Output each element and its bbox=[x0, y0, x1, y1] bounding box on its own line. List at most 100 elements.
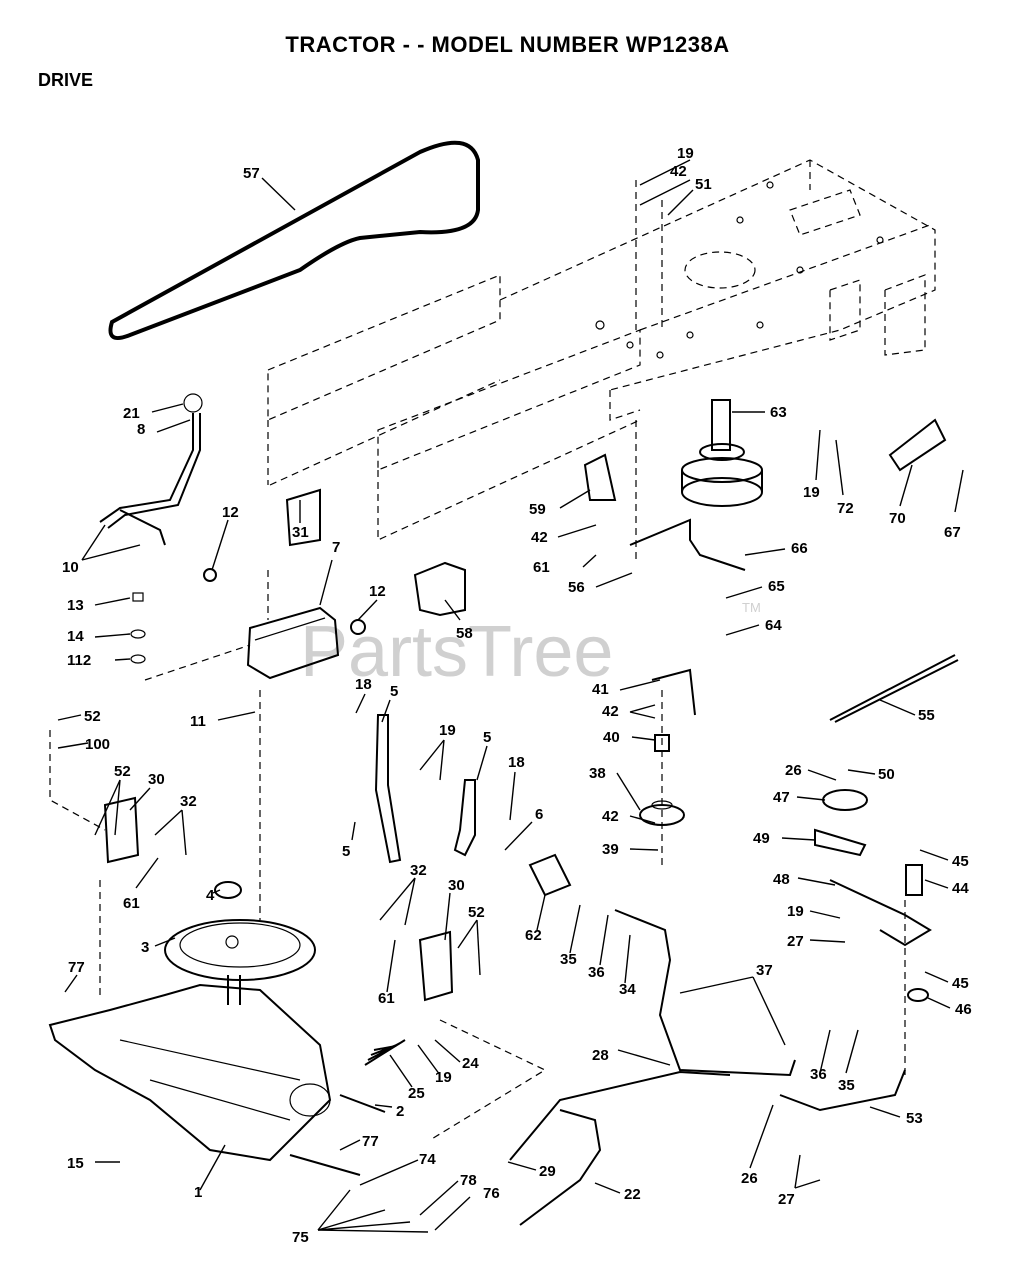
callout-78: 78 bbox=[460, 1172, 477, 1189]
callout-72: 72 bbox=[837, 500, 854, 517]
callout-32: 32 bbox=[180, 793, 197, 810]
washer-12 bbox=[203, 568, 217, 582]
callout-45: 45 bbox=[952, 853, 969, 870]
callout-35: 35 bbox=[560, 951, 577, 968]
callout-15: 15 bbox=[67, 1155, 84, 1172]
callout-19-c: 19 bbox=[787, 903, 804, 920]
callout-47: 47 bbox=[773, 789, 790, 806]
callout-2: 2 bbox=[396, 1103, 404, 1120]
rod-22 bbox=[519, 1109, 602, 1226]
callout-77-b: 77 bbox=[362, 1133, 379, 1150]
callout-37: 37 bbox=[756, 962, 773, 979]
callout-22: 22 bbox=[624, 1186, 641, 1203]
callout-70: 70 bbox=[889, 510, 906, 527]
callout-58: 58 bbox=[456, 625, 473, 642]
callout-45-b: 45 bbox=[952, 975, 969, 992]
bracket-30a bbox=[103, 796, 140, 864]
ring-46 bbox=[907, 988, 929, 1002]
watermark-text: PartsTree bbox=[300, 612, 613, 692]
callout-18-b: 18 bbox=[508, 754, 525, 771]
callout-52: 52 bbox=[84, 708, 101, 725]
callout-41: 41 bbox=[592, 681, 609, 698]
spring-2 bbox=[339, 1094, 386, 1113]
callout-35-b: 35 bbox=[838, 1077, 855, 1094]
callout-8: 8 bbox=[137, 421, 145, 438]
arm-48 bbox=[829, 879, 932, 947]
callout-5-c: 5 bbox=[342, 843, 350, 860]
idler-arm-66 bbox=[629, 518, 746, 571]
callout-42: 42 bbox=[670, 163, 687, 180]
rod-53 bbox=[779, 1069, 906, 1112]
brake-arm-5b bbox=[453, 779, 476, 857]
callout-112: 112 bbox=[67, 652, 91, 669]
callout-19: 19 bbox=[677, 145, 694, 162]
callout-59: 59 bbox=[529, 501, 546, 518]
callout-18: 18 bbox=[355, 676, 372, 693]
bracket-41 bbox=[651, 668, 696, 716]
callout-11: 11 bbox=[190, 713, 206, 730]
callout-29: 29 bbox=[539, 1163, 556, 1180]
callout-38: 38 bbox=[589, 765, 606, 782]
callout-100: 100 bbox=[85, 736, 110, 753]
callout-74: 74 bbox=[419, 1151, 436, 1168]
callout-32-b: 32 bbox=[410, 862, 427, 879]
callout-labels: 57 19 42 51 21 8 10 12 31 7 12 13 14 112… bbox=[62, 145, 972, 1246]
spacer-62 bbox=[528, 853, 572, 897]
spring-25 bbox=[364, 1039, 406, 1066]
callout-42-d: 42 bbox=[602, 808, 619, 825]
callout-30-b: 30 bbox=[448, 877, 465, 894]
shift-lever bbox=[99, 393, 203, 546]
callout-50: 50 bbox=[878, 766, 895, 783]
transaxle-assembly bbox=[48, 919, 361, 1176]
callout-67: 67 bbox=[944, 524, 961, 541]
callout-61: 61 bbox=[533, 559, 550, 576]
callout-57: 57 bbox=[243, 165, 260, 182]
callout-63: 63 bbox=[770, 404, 787, 421]
callout-46: 46 bbox=[955, 1001, 972, 1018]
callout-39: 39 bbox=[602, 841, 619, 858]
callout-77: 77 bbox=[68, 959, 85, 976]
callout-19-b: 19 bbox=[803, 484, 820, 501]
callout-44: 44 bbox=[952, 880, 969, 897]
callout-75: 75 bbox=[292, 1229, 309, 1246]
bracket-30b bbox=[418, 930, 454, 1002]
callout-4: 4 bbox=[206, 887, 215, 904]
bracket-59 bbox=[583, 453, 617, 501]
callout-24: 24 bbox=[462, 1055, 479, 1072]
callout-5-b: 5 bbox=[483, 729, 491, 746]
callout-6: 6 bbox=[535, 806, 543, 823]
callout-65: 65 bbox=[768, 578, 785, 595]
callout-42-c: 42 bbox=[602, 703, 619, 720]
frame-assembly bbox=[267, 159, 936, 541]
callout-55: 55 bbox=[918, 707, 935, 724]
callout-62: 62 bbox=[525, 927, 542, 944]
callout-51: 51 bbox=[695, 176, 712, 193]
pulley-47 bbox=[822, 789, 868, 811]
callout-34: 34 bbox=[619, 981, 636, 998]
callout-52-c: 52 bbox=[468, 904, 485, 921]
callout-1: 1 bbox=[194, 1184, 202, 1201]
callout-12-b: 12 bbox=[369, 583, 386, 600]
callout-36-b: 36 bbox=[810, 1066, 827, 1083]
callout-48: 48 bbox=[773, 871, 790, 888]
callout-21: 21 bbox=[123, 405, 140, 422]
callout-49: 49 bbox=[753, 830, 770, 847]
callout-42-b: 42 bbox=[531, 529, 548, 546]
callout-25: 25 bbox=[408, 1085, 425, 1102]
page-title: TRACTOR - - MODEL NUMBER WP1238A bbox=[285, 32, 730, 57]
rod-34 bbox=[614, 909, 796, 1077]
callout-30: 30 bbox=[148, 771, 165, 788]
callout-64: 64 bbox=[765, 617, 782, 634]
callout-26-b: 26 bbox=[741, 1170, 758, 1187]
shift-bracket bbox=[246, 606, 340, 680]
callout-36: 36 bbox=[588, 964, 605, 981]
callout-53: 53 bbox=[906, 1110, 923, 1127]
callout-27: 27 bbox=[787, 933, 804, 950]
bracket-49 bbox=[814, 828, 867, 857]
drive-belt bbox=[108, 140, 480, 340]
callout-12: 12 bbox=[222, 504, 239, 521]
retaining-ring-4 bbox=[214, 881, 242, 899]
callout-76: 76 bbox=[483, 1185, 500, 1202]
shield-31 bbox=[285, 488, 321, 547]
callout-52-b: 52 bbox=[114, 763, 131, 780]
